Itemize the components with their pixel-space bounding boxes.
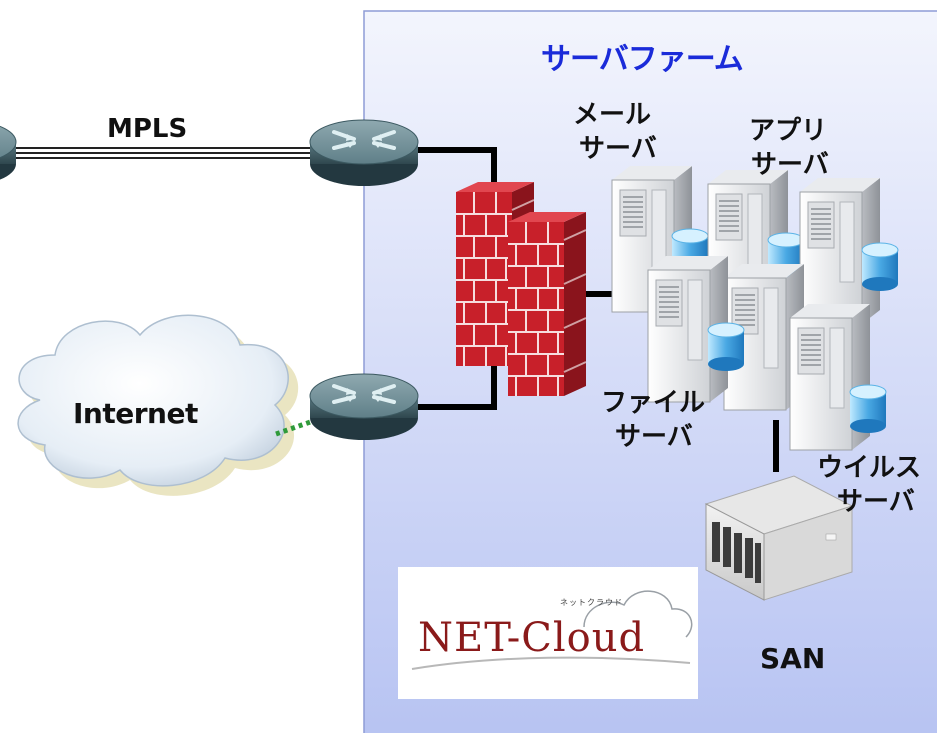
app-server-label: アプリ サーバ (749, 114, 829, 182)
mail-server-label: メール サーバ (573, 98, 657, 166)
internet-cloud-icon (17, 314, 299, 496)
firewall-icon (507, 211, 587, 397)
internet-link (275, 417, 317, 437)
san-label: SAN (760, 642, 826, 675)
app-server-label-line2: サーバ (751, 150, 829, 180)
database-icon (707, 322, 745, 372)
file-server-label-line2: サーバ (615, 422, 693, 452)
file-server-label-line1: ファイル (601, 388, 706, 418)
virus-server-label: ウイルス サーバ (817, 451, 921, 519)
database-icon (849, 384, 887, 434)
server-farm-title: サーバファーム (541, 42, 744, 77)
internet-router-icon (308, 372, 420, 442)
mpls-link (0, 147, 312, 159)
san-storage-icon (704, 475, 854, 601)
mail-server-label-line2: サーバ (579, 134, 657, 164)
app-server-label-line1: アプリ (749, 116, 828, 146)
logo-kana: ネットクラウド (560, 598, 623, 607)
mail-server-label-line1: メール (573, 100, 652, 130)
mpls-router-icon (308, 118, 420, 188)
logo-text: NET-Cloud (418, 615, 646, 661)
virus-server-label-line1: ウイルス (817, 453, 922, 483)
virus-server-label-line2: サーバ (837, 487, 915, 517)
database-icon (861, 242, 899, 292)
internet-label: Internet (73, 397, 198, 430)
logo-cloud-icon (411, 590, 693, 670)
net-cloud-logo: NET-Cloud ネットクラウド (398, 567, 698, 699)
mpls-label: MPLS (107, 114, 188, 144)
remote-router-icon (0, 118, 18, 188)
file-server-label: ファイル サーバ (601, 386, 705, 454)
